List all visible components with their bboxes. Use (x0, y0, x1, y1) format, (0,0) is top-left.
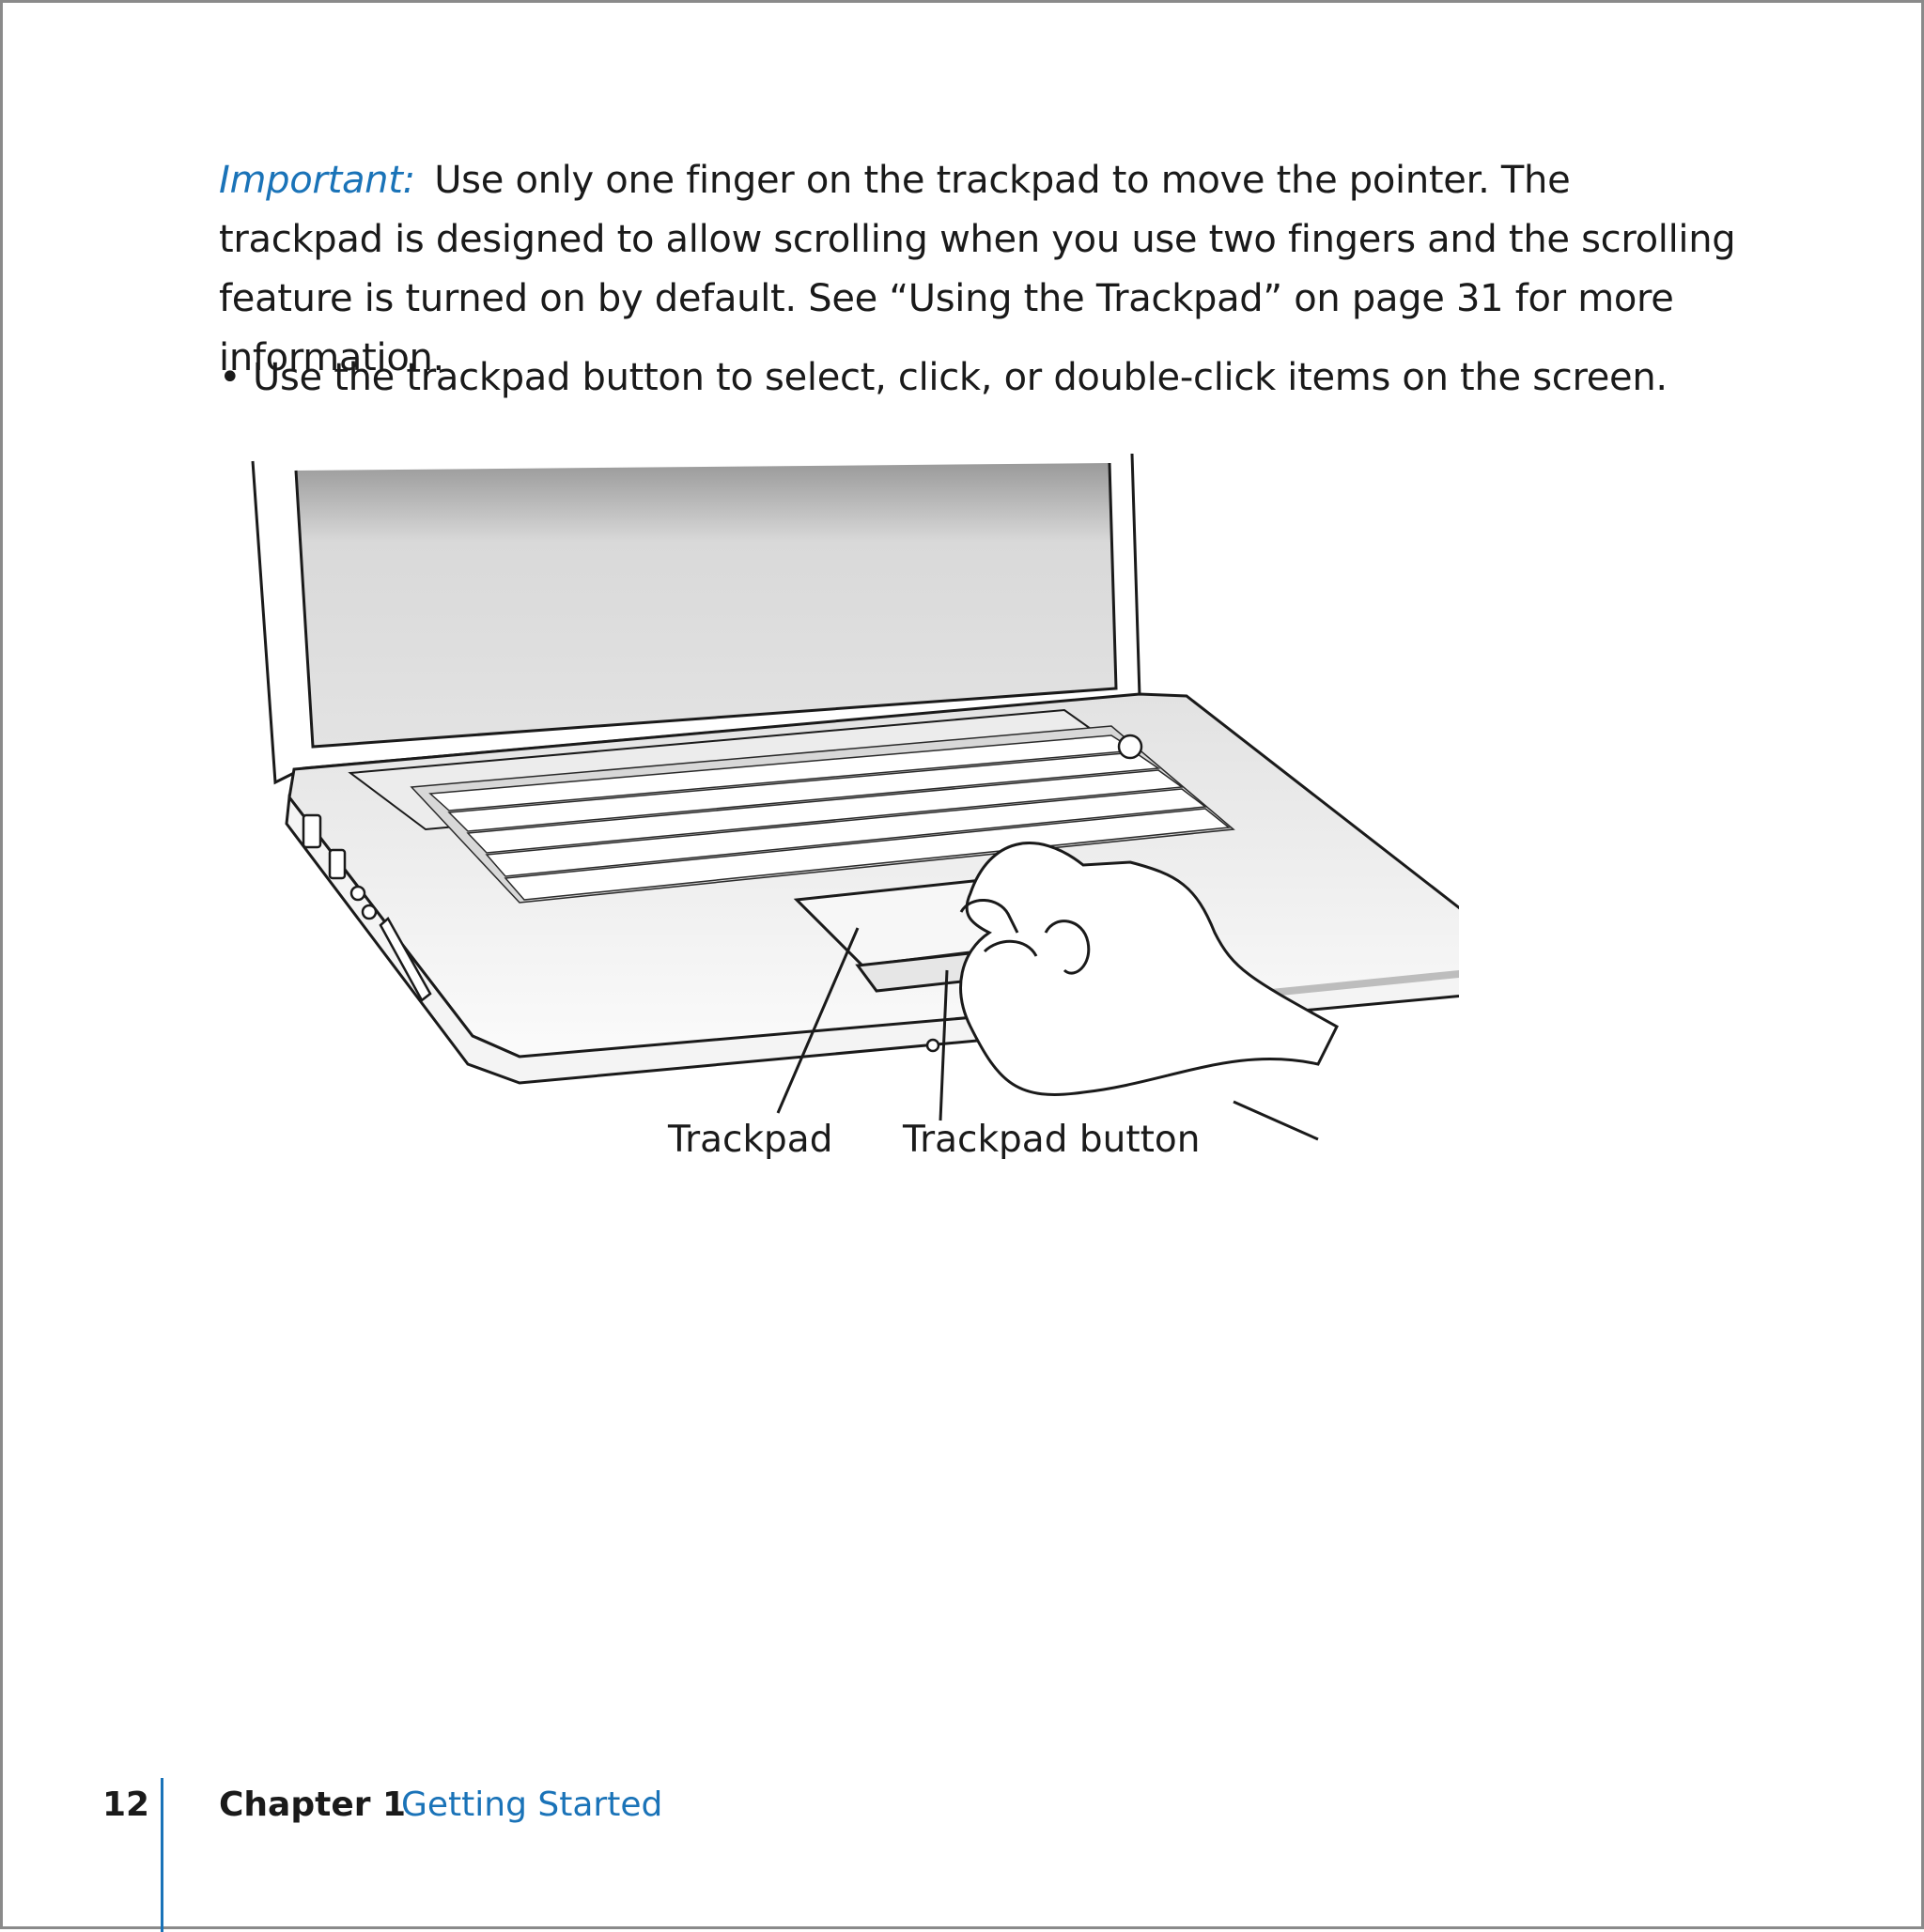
important-text: Use only one finger on the trackpad to m… (219, 159, 1735, 379)
footer-divider (161, 1778, 163, 1932)
chapter-label: Chapter 1 (219, 1785, 406, 1824)
laptop-illustration (238, 444, 1459, 1177)
bullet-symbol: • (219, 348, 253, 408)
trackpad-button-callout: Trackpad button (903, 1119, 1201, 1161)
page-number: 12 (102, 1785, 149, 1824)
trackpad-callout: Trackpad (668, 1119, 832, 1161)
chapter-title: Getting Started (401, 1785, 662, 1824)
important-label: Important: (219, 159, 415, 202)
bullet-list-item: •Use the trackpad button to select, clic… (219, 348, 1741, 408)
bullet-text: Use the trackpad button to select, click… (253, 356, 1668, 399)
